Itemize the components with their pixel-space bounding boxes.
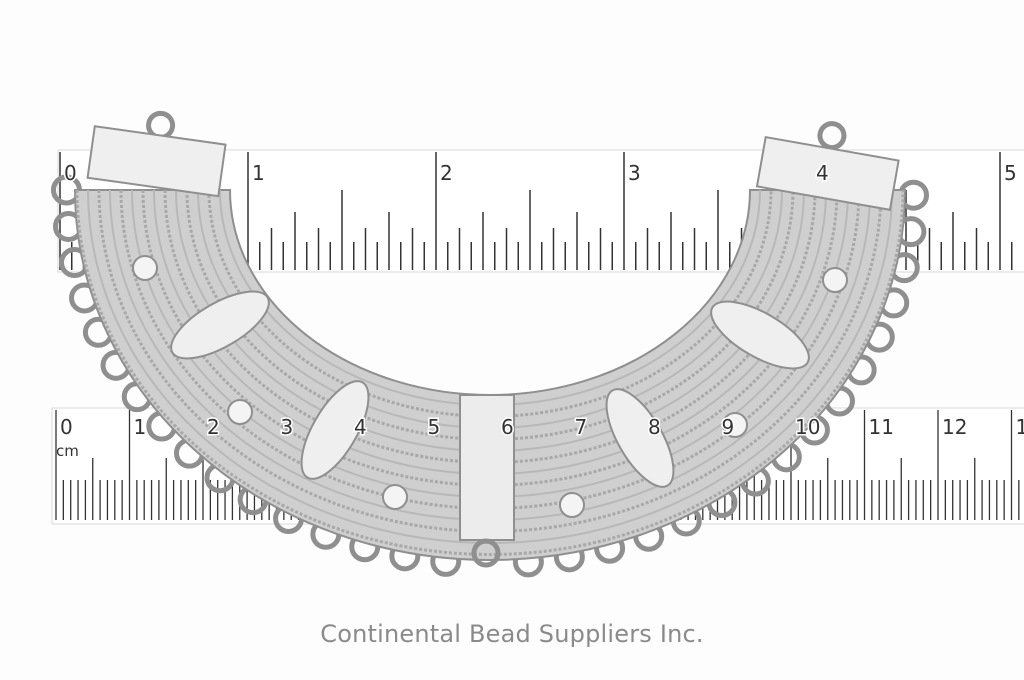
inch-label: 3 (628, 161, 641, 185)
pearl-beads (132, 255, 848, 518)
cm-label: 6 (501, 415, 514, 439)
cm-label: 1 (1016, 415, 1024, 439)
right-jump-ring (817, 121, 847, 151)
left-end-cap (86, 110, 227, 198)
center-bottom-loop (471, 538, 501, 568)
cm-label: 5 (428, 415, 441, 439)
pearl-bead (722, 412, 748, 438)
cm-label: 8 (648, 415, 661, 439)
oval-plate (710, 300, 810, 370)
cm-unit-label: cm (56, 442, 79, 460)
oval-plate (170, 290, 270, 360)
wire-line (75, 190, 905, 556)
oval-plate (605, 388, 675, 488)
right-cap-plate (755, 135, 900, 211)
cm-label: 9 (722, 415, 735, 439)
cm-label: 12 (942, 415, 967, 439)
pearl-bead (559, 492, 585, 518)
cm-label: 10 (795, 415, 820, 439)
cm-label: 7 (575, 415, 588, 439)
inch-label: 1 (252, 161, 265, 185)
cm-label: 11 (869, 415, 894, 439)
cm-label: 4 (354, 415, 367, 439)
cm-label: 3 (281, 415, 294, 439)
inch-label: 0 (64, 161, 77, 185)
oval-plate (300, 380, 370, 480)
cm-label: 1 (134, 415, 147, 439)
cm-label: 2 (207, 415, 220, 439)
necklace-pendant (50, 110, 930, 578)
center-bar (459, 394, 515, 541)
cm-label: 0 (60, 415, 73, 439)
right-end-cap (755, 121, 900, 211)
pearl-bead (227, 399, 253, 425)
inch-label: 5 (1004, 161, 1017, 185)
pearl-bead (382, 484, 408, 510)
oval-plates (170, 290, 810, 488)
left-cap-plate (86, 125, 227, 198)
watermark: Continental Bead Suppliers Inc. (320, 620, 704, 648)
wire-line (207, 190, 773, 418)
pearl-bead (822, 267, 848, 293)
inch-label: 2 (440, 161, 453, 185)
pearl-bead (132, 255, 158, 281)
inch-label: 4 (816, 161, 829, 185)
